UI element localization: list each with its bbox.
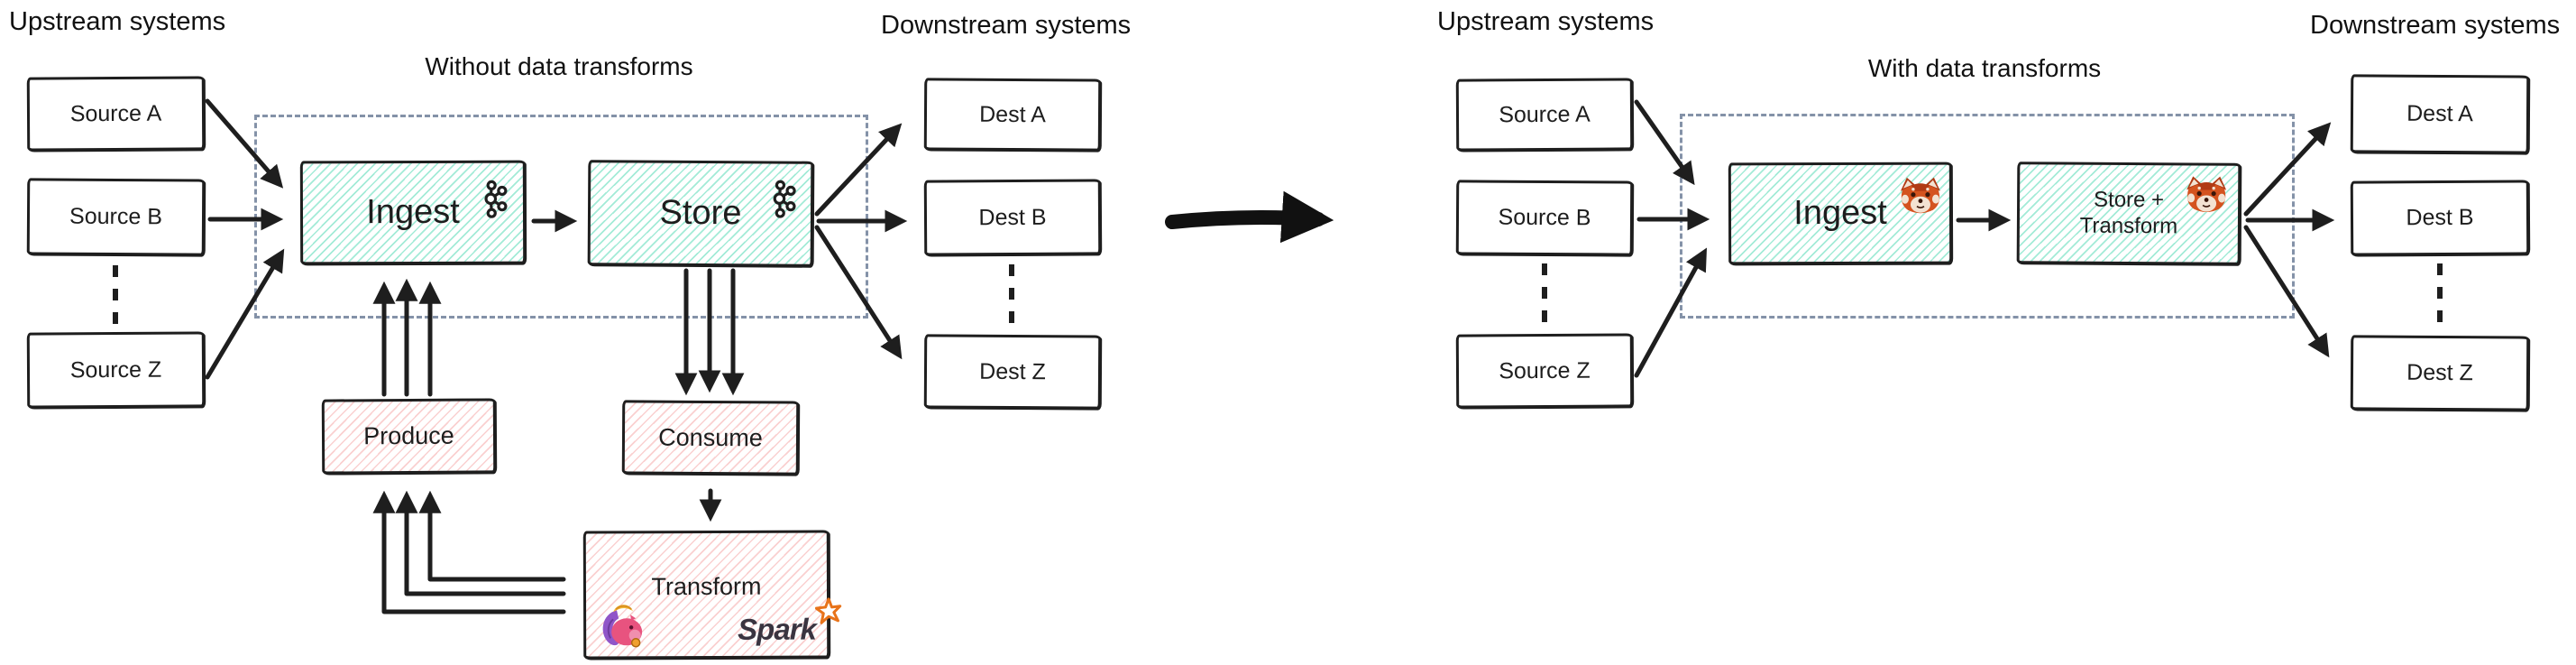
left-source-b-label: Source B: [69, 203, 163, 230]
consume-label: Consume: [658, 423, 763, 451]
left-ingest-box: Ingest: [299, 160, 527, 265]
right-upstream-label: Upstream systems: [1437, 7, 1655, 36]
arrow-transform-produce-3: [418, 490, 566, 582]
produce-label: Produce: [363, 421, 454, 450]
left-dest-b-label: Dest B: [978, 204, 1047, 230]
right-dest-z-box: Dest Z: [2350, 335, 2530, 411]
left-downstream-label: Downstream systems: [881, 11, 1132, 40]
spark-wordmark: Spark: [738, 612, 816, 646]
right-store-transform-line2: Transform: [2079, 213, 2178, 238]
redpanda-icon: [2185, 175, 2228, 217]
right-dest-a-box: Dest A: [2350, 74, 2530, 154]
left-source-b-box: Source B: [26, 178, 206, 256]
left-dest-a-box: Dest A: [923, 78, 1102, 152]
arrow-transform-produce-1: [372, 490, 566, 614]
produce-box: Produce: [321, 398, 497, 475]
right-dest-z-label: Dest Z: [2406, 359, 2473, 386]
right-source-b-label: Source B: [1498, 204, 1591, 231]
right-ingest-label: Ingest: [1793, 193, 1887, 233]
consume-box: Consume: [621, 400, 800, 476]
right-source-z-label: Source Z: [1499, 357, 1591, 383]
big-transition-arrow: [1165, 190, 1334, 244]
transform-box: Transform Spark: [582, 530, 842, 660]
right-dest-a-label: Dest A: [2406, 100, 2473, 127]
right-title: With data transforms: [1867, 54, 2102, 82]
kafka-icon: [482, 180, 508, 226]
left-store-box: Store: [587, 160, 814, 267]
right-ingest-box: Ingest: [1728, 162, 1953, 265]
right-store-transform-box: Store + Transform: [2016, 162, 2241, 265]
right-downstream-label: Downstream systems: [2310, 11, 2561, 40]
spark-logo: Spark: [738, 597, 842, 648]
right-store-transform-line1: Store +: [2093, 187, 2165, 212]
left-pipeline-dashed-boundary: [254, 115, 868, 319]
transform-label: Transform: [651, 572, 762, 601]
flink-squirrel-icon: [598, 602, 645, 653]
left-dest-z-box: Dest Z: [923, 334, 1102, 410]
redpanda-icon: [1899, 177, 1942, 219]
left-source-a-label: Source A: [69, 100, 162, 126]
arrow-transform-produce-2: [395, 490, 566, 596]
kafka-icon: [771, 179, 796, 226]
left-source-z-label: Source Z: [69, 356, 162, 383]
left-dest-z-label: Dest Z: [979, 358, 1046, 384]
right-pipeline-dashed-boundary: [1680, 114, 2295, 319]
right-source-a-box: Source A: [1455, 78, 1634, 152]
left-dest-b-box: Dest B: [923, 179, 1102, 256]
left-dest-a-label: Dest A: [979, 101, 1046, 127]
right-dest-b-label: Dest B: [2406, 204, 2474, 231]
left-source-a-box: Source A: [26, 76, 206, 152]
left-store-label: Store: [659, 193, 742, 233]
right-source-b-box: Source B: [1455, 180, 1634, 256]
left-title: Without data transforms: [425, 52, 693, 80]
left-upstream-label: Upstream systems: [9, 7, 226, 36]
left-source-z-box: Source Z: [26, 331, 206, 409]
right-source-z-box: Source Z: [1455, 333, 1634, 409]
left-ingest-label: Ingest: [366, 192, 460, 232]
right-source-a-label: Source A: [1499, 101, 1591, 127]
right-dest-b-box: Dest B: [2350, 180, 2530, 256]
